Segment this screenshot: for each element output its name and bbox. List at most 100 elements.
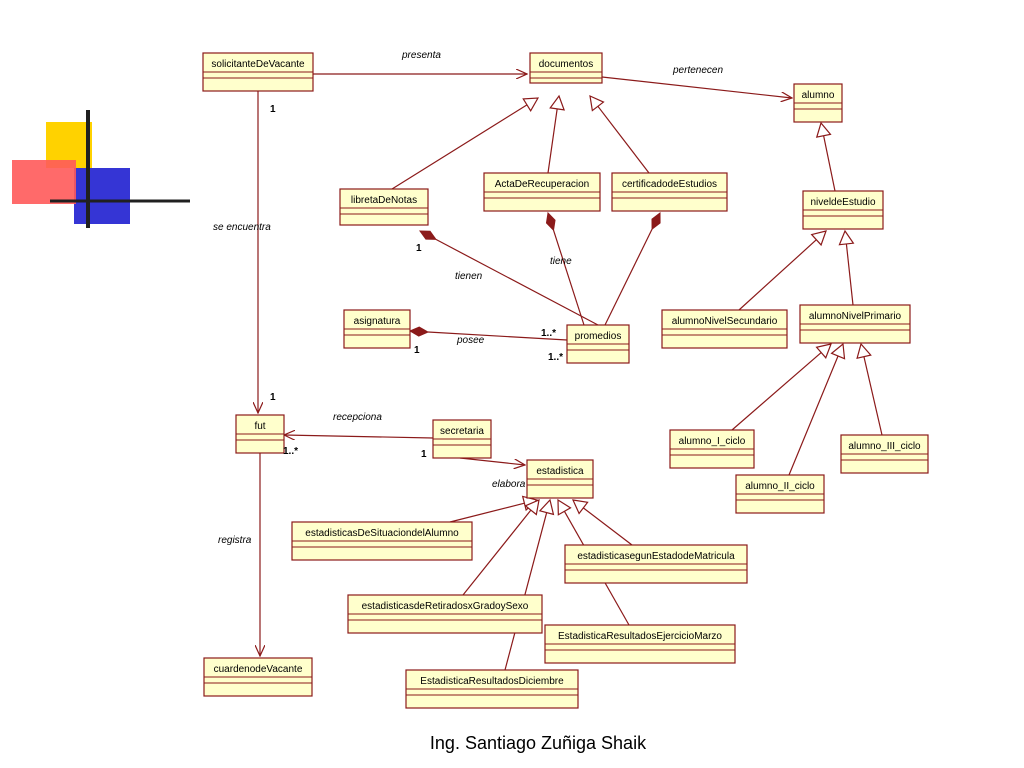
composition-diamond <box>419 230 437 240</box>
classes-layer: solicitanteDeVacante documentos alumno libr… <box>202 52 929 709</box>
class-documentos[interactable]: documentos <box>529 52 603 84</box>
composition-line <box>435 238 599 326</box>
class-name: solicitanteDeVacante <box>211 59 305 70</box>
relation-label: pertenecen <box>672 65 723 76</box>
class-asignatura[interactable]: asignatura <box>343 309 411 349</box>
multiplicity-label: 1 <box>270 392 276 403</box>
class-name: alumnoNivelSecundario <box>672 316 778 327</box>
generalization-triangle <box>522 97 540 112</box>
class-name: cuardenodeVacante <box>214 664 303 675</box>
class-solicitante[interactable]: solicitanteDeVacante <box>202 52 314 92</box>
class-name: niveldeEstudio <box>810 197 875 208</box>
slide-decoration <box>12 110 190 228</box>
class-name: EstadisticaResultadosDiciembre <box>420 676 564 687</box>
class-promedios[interactable]: promedios <box>566 324 630 364</box>
class-name: alumno_I_ciclo <box>679 436 746 447</box>
relation-promedios-certificado <box>604 211 661 326</box>
class-retirados[interactable]: estadisticasdeRetiradosxGradoySexo <box>347 594 543 634</box>
class-matricula[interactable]: estadisticasegunEstadodeMatricula <box>564 544 748 584</box>
generalization-line <box>449 502 525 523</box>
class-name: estadisticasDeSituaciondelAlumno <box>305 528 459 539</box>
generalization-triangle <box>549 94 566 111</box>
relation-certificado-documentos <box>589 94 650 174</box>
generalization-line <box>738 239 817 311</box>
footer-author: Ing. Santiago Zuñiga Shaik <box>429 733 647 753</box>
generalization-line <box>731 352 822 431</box>
relation-secretaria-fut <box>284 435 434 438</box>
generalization-line <box>547 108 558 174</box>
generalization-triangle <box>538 498 555 516</box>
relation-promedios-acta <box>545 211 585 326</box>
class-certificado[interactable]: certificadodeEstudios <box>611 172 728 212</box>
class-ciclo2[interactable]: alumno_II_ciclo <box>735 474 825 514</box>
generalization-triangle <box>815 121 832 138</box>
class-estadistica[interactable]: estadistica <box>526 459 594 499</box>
relation-ciclo3-primario <box>856 342 883 436</box>
class-name: estadisticasegunEstadodeMatricula <box>577 551 735 562</box>
class-name: alumno <box>802 90 835 101</box>
relation-retirados-estadistica <box>462 499 540 596</box>
class-alumno[interactable]: alumno <box>793 83 843 123</box>
relation-label: posee <box>456 335 485 346</box>
class-box <box>339 188 429 226</box>
generalization-triangle <box>838 229 855 246</box>
relation-promedios-libreta <box>419 230 599 326</box>
class-cuaderno[interactable]: cuardenodeVacante <box>203 657 313 697</box>
class-name: documentos <box>539 59 593 70</box>
relation-label: recepciona <box>333 412 382 423</box>
generalization-line <box>788 355 839 476</box>
multiplicity-label: 1 <box>270 104 276 115</box>
relation-libreta-documentos <box>391 97 540 190</box>
composition-diamond <box>408 326 430 337</box>
class-ciclo1[interactable]: alumno_I_ciclo <box>669 429 755 469</box>
generalization-triangle <box>830 342 846 360</box>
composition-line <box>427 331 568 341</box>
class-diciembre[interactable]: EstadisticaResultadosDiciembre <box>405 669 579 709</box>
generalization-line <box>823 135 836 192</box>
relation-secretaria-estadistica <box>459 457 525 465</box>
class-situacion[interactable]: estadisticasDeSituaciondelAlumno <box>291 521 473 561</box>
class-name: libretaDeNotas <box>351 195 417 206</box>
class-primario[interactable]: alumnoNivelPrimario <box>799 304 911 344</box>
association-line <box>459 457 525 465</box>
class-name: fut <box>254 421 265 432</box>
class-name: asignatura <box>354 316 401 327</box>
class-acta[interactable]: ActaDeRecuperacion <box>483 172 601 212</box>
composition-diamond <box>651 211 661 231</box>
generalization-triangle <box>856 342 872 360</box>
class-ciclo3[interactable]: alumno_III_ciclo <box>840 434 929 474</box>
class-name: EstadisticaResultadosEjercicioMarzo <box>558 631 722 642</box>
class-name: certificadodeEstudios <box>622 179 717 190</box>
multiplicity-label: 1..* <box>541 328 556 339</box>
composition-line <box>552 229 585 326</box>
class-secundario[interactable]: alumnoNivelSecundario <box>661 309 788 349</box>
generalization-triangle <box>815 343 832 359</box>
class-libreta[interactable]: libretaDeNotas <box>339 188 429 226</box>
generalization-line <box>863 356 883 436</box>
relation-label: registra <box>218 535 252 546</box>
slide-footer: Ing. Santiago Zuñiga Shaik <box>0 733 1024 754</box>
class-secretaria[interactable]: secretaria <box>432 419 492 459</box>
relation-nivel-alumno <box>815 121 836 192</box>
generalization-line <box>845 243 854 306</box>
class-name: estadisticasdeRetiradosxGradoySexo <box>362 601 529 612</box>
class-name: ActaDeRecuperacion <box>495 179 590 190</box>
generalization-line <box>504 512 548 671</box>
class-nivel[interactable]: niveldeEstudio <box>802 190 884 230</box>
class-name: promedios <box>575 331 622 342</box>
class-name: alumno_III_ciclo <box>848 441 921 452</box>
class-name: alumnoNivelPrimario <box>809 311 902 322</box>
deco-blue-square <box>74 168 130 224</box>
generalization-line <box>391 104 528 190</box>
relations-layer <box>258 74 883 671</box>
generalization-line <box>462 509 532 596</box>
relation-acta-documentos <box>547 94 566 174</box>
class-fut[interactable]: fut <box>235 414 285 454</box>
generalization-triangle <box>524 499 540 516</box>
generalization-triangle <box>810 230 827 247</box>
relation-documentos-alumno <box>601 76 792 98</box>
class-marzo[interactable]: EstadisticaResultadosEjercicioMarzo <box>544 624 736 664</box>
multiplicity-label: 1 <box>414 345 420 356</box>
